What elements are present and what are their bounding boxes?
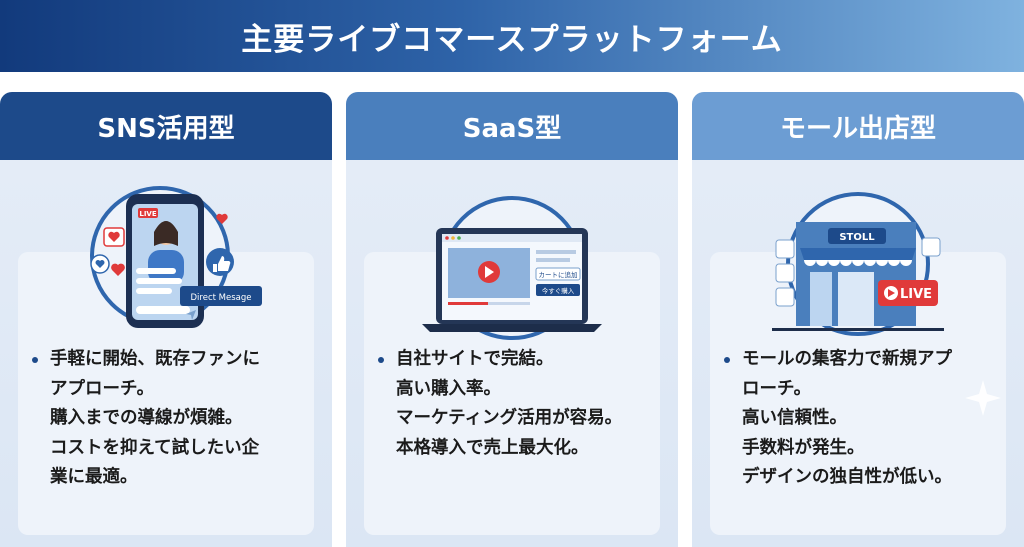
- card-bullets: 自社サイトで完結。 高い購入率。 マーケティング活用が容易。 本格導入で売上最大…: [376, 345, 661, 463]
- bullet-item: 自社サイトで完結。 高い購入率。 マーケティング活用が容易。 本格導入で売上最大…: [376, 345, 661, 463]
- bullet-line: 自社サイトで完結。: [396, 349, 554, 369]
- bullet-line: マーケティング活用が容易。: [396, 408, 623, 428]
- bullet-line: アプローチ。: [50, 378, 155, 399]
- add-to-cart-button: [535, 267, 581, 281]
- cart-button-label: カートに追加: [539, 270, 578, 279]
- play-icon: [478, 261, 500, 283]
- bullet-item: モールの集客力で新規アプ ローチ。 高い信頼性。 手数料が発生。 デザインの独自…: [722, 345, 1007, 493]
- dm-label: Direct Mesage: [191, 293, 252, 303]
- buy-now-button: [536, 284, 580, 296]
- bullet-line: 高い信頼性。: [742, 408, 847, 428]
- bullet-line: 業に最適。: [50, 467, 138, 487]
- bullet-line: コストを抑えて試したい企: [50, 437, 260, 458]
- bullet-line: ローチ。: [742, 378, 812, 399]
- sparkle-icon: [965, 380, 1001, 416]
- bullet-line: デザインの独自性が低い。: [742, 467, 952, 487]
- bullet-line: 高い購入率。: [396, 378, 501, 399]
- card-mall: モール出店型 STOLL LIVE モールの集客力で新規アプ ローチ。 高い信頼…: [692, 92, 1024, 547]
- bullet-line: 購入までの導線が煩雑。: [50, 408, 243, 428]
- card-bullets: モールの集客力で新規アプ ローチ。 高い信頼性。 手数料が発生。 デザインの独自…: [722, 345, 1007, 493]
- heart-icon: [103, 227, 125, 247]
- live-badge: [138, 208, 158, 218]
- sns-illustration: LIVE Direct Mesage: [90, 186, 262, 328]
- live-badge-text: LIVE: [900, 287, 932, 302]
- bullet-item: 手軽に開始、既存ファンに アプローチ。 購入までの導線が煩雑。 コストを抑えて試…: [30, 345, 315, 493]
- bullet-line: 手軽に開始、既存ファンに: [50, 349, 260, 369]
- card-heading: SaaS型: [346, 92, 678, 160]
- bullet-line: 手数料が発生。: [742, 437, 865, 458]
- store-sign-text: STOLL: [839, 232, 875, 243]
- page-title: 主要ライブコマースプラットフォーム: [241, 21, 783, 58]
- saas-illustration: カートに追加 今すぐ購入: [422, 196, 602, 340]
- buy-button-label: 今すぐ購入: [542, 286, 575, 295]
- thumbs-up-icon: [206, 248, 234, 276]
- title-bar: 主要ライブコマースプラットフォーム: [0, 0, 1024, 72]
- send-icon: [186, 310, 196, 320]
- card-heading: SNS活用型: [0, 92, 332, 160]
- play-icon: [888, 289, 895, 297]
- live-badge-text: LIVE: [139, 210, 156, 218]
- dm-tooltip: [180, 286, 262, 306]
- card-bullets: 手軽に開始、既存ファンに アプローチ。 購入までの導線が煩雑。 コストを抑えて試…: [30, 345, 315, 493]
- card-saas: SaaS型 カートに追加 今すぐ購入 自社サイトで完結。 高い購入率。 マーケテ…: [346, 92, 678, 547]
- mall-illustration: STOLL LIVE: [772, 192, 1001, 416]
- card-heading: モール出店型: [692, 92, 1024, 160]
- bullet-line: モールの集客力で新規アプ: [742, 349, 952, 369]
- card-sns: SNS活用型 LIVE Direct Mesage 手軽に開始、既: [0, 92, 332, 547]
- bullet-line: 本格導入で売上最大化。: [396, 437, 589, 458]
